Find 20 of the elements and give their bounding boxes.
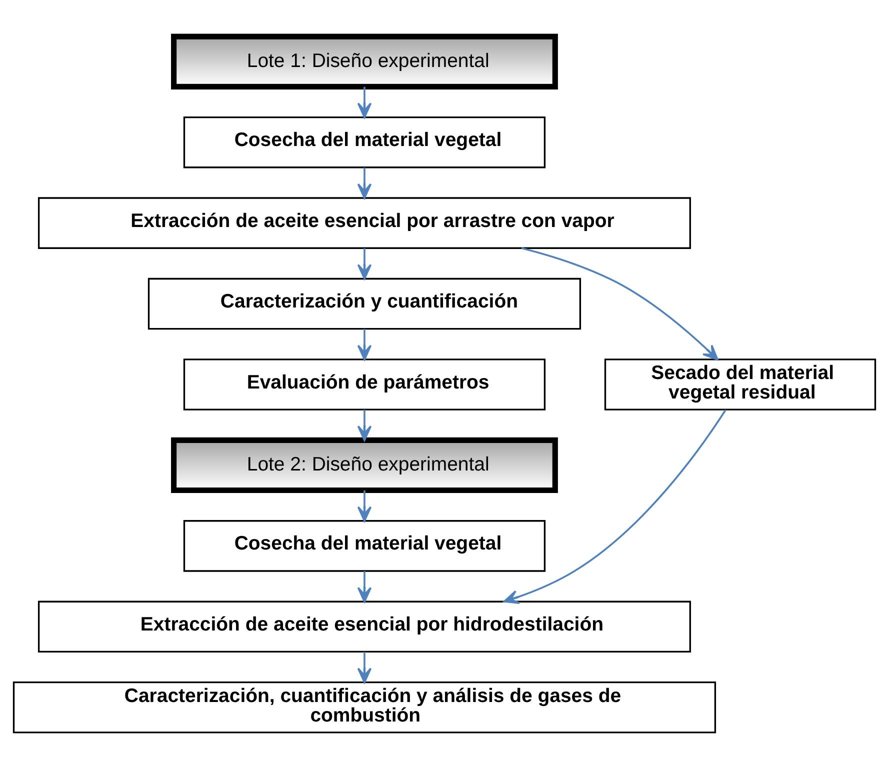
arrow bbox=[503, 409, 726, 604]
arrow bbox=[357, 248, 372, 280]
arrow bbox=[357, 652, 372, 684]
arrow bbox=[357, 571, 372, 603]
arrow bbox=[357, 410, 372, 442]
arrow bbox=[357, 490, 372, 522]
node-box: Caracterización, cuantificación y análisis de gases de combustión bbox=[12, 682, 716, 734]
node-box: Lote 1: Diseño experimental bbox=[171, 34, 558, 90]
node-box: Secado del material vegetal residual bbox=[604, 358, 876, 410]
node-box: Cosecha del material vegetal bbox=[183, 116, 546, 168]
node-box: Extracción de aceite esencial por arrastre con vapor bbox=[38, 197, 691, 249]
arrow bbox=[521, 247, 718, 360]
node-box: Cosecha del material vegetal bbox=[183, 520, 546, 572]
arrow bbox=[357, 168, 372, 199]
arrow bbox=[357, 328, 372, 360]
node-box: Caracterización y cuantificación bbox=[148, 278, 582, 330]
arrow bbox=[357, 86, 372, 118]
node-box: Extracción de aceite esencial por hidrodestilación bbox=[38, 600, 691, 653]
node-box: Lote 2: Diseño experimental bbox=[171, 437, 558, 494]
node-box: Evaluación de parámetros bbox=[183, 358, 546, 410]
